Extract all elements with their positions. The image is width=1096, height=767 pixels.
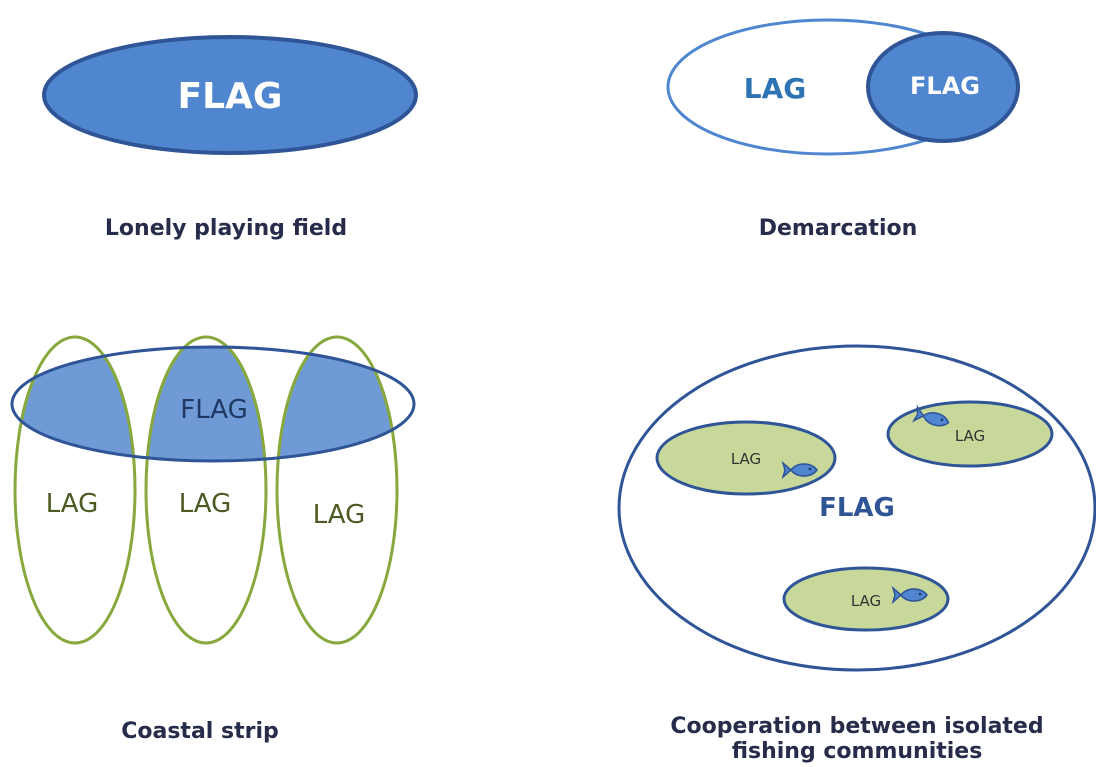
panel-demarcation: LAG FLAG Demarcation [666, 18, 1020, 241]
caption-cooperation-line2: fishing communities [732, 739, 983, 764]
caption-coastal-strip: Coastal strip [121, 719, 279, 744]
lag-ellipse [782, 566, 950, 632]
lag-label: LAG [744, 72, 807, 105]
panel-cooperation: LAG LAG LAG FLAG Cooperation between iso… [617, 344, 1096, 764]
caption-demarcation: Demarcation [759, 216, 918, 241]
panel-coastal-strip: FLAG LAG LAG LAG Coastal strip [10, 335, 416, 744]
flag-ellipse [866, 31, 1020, 143]
overlap-regions [13, 347, 399, 461]
lag-label: LAG [313, 500, 366, 530]
caption-cooperation-line1: Cooperation between isolated [670, 714, 1043, 739]
flag-label: FLAG [178, 76, 283, 117]
flag-label: FLAG [819, 493, 895, 523]
lag-label: LAG [851, 592, 881, 610]
flag-label: FLAG [910, 72, 980, 100]
panel-lonely-playing-field: FLAG Lonely playing field [42, 35, 418, 241]
caption-lonely-playing-field: Lonely playing field [105, 216, 347, 241]
lag-label: LAG [955, 427, 985, 445]
flag-ellipse [42, 35, 418, 155]
flag-ellipse [10, 345, 416, 463]
flag-label: FLAG [180, 395, 248, 425]
lag-ellipse [655, 420, 837, 496]
lag-label: LAG [46, 489, 99, 519]
lag-label: LAG [179, 489, 232, 519]
lag-label: LAG [731, 450, 761, 468]
